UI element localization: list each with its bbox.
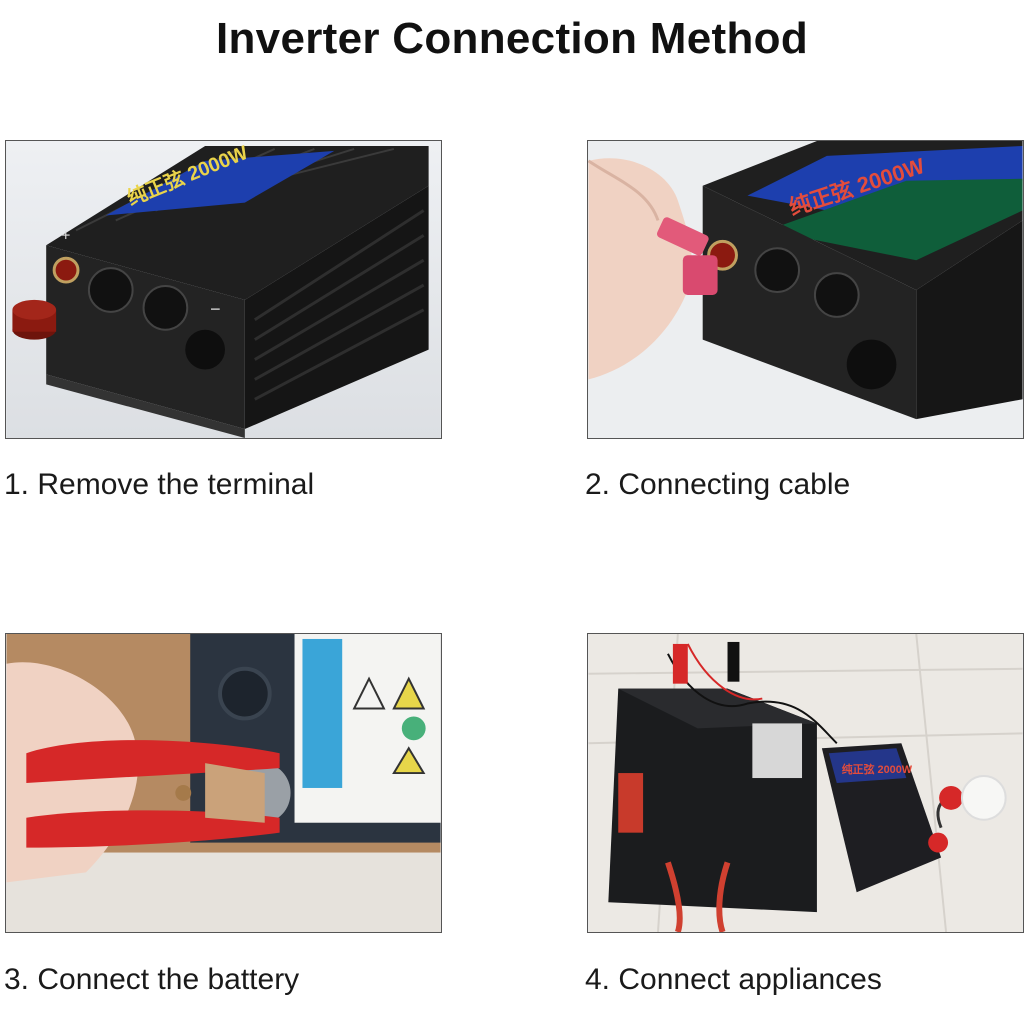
cable-photo: 纯正弦 2000W bbox=[588, 141, 1023, 438]
fan-icon bbox=[754, 247, 801, 293]
warning-icon bbox=[392, 676, 426, 710]
recycle-icon bbox=[401, 716, 426, 741]
appliance-photo: 纯正弦 2000W bbox=[588, 634, 1023, 932]
fan-icon bbox=[87, 267, 134, 313]
warning-icon bbox=[392, 746, 426, 775]
page-title: Inverter Connection Method bbox=[215, 14, 809, 63]
red-clamp-icon bbox=[26, 740, 280, 783]
negative-post-icon bbox=[185, 329, 225, 370]
negative-post-icon bbox=[846, 339, 897, 390]
step-4-caption: 4. Connect appliances bbox=[585, 963, 882, 996]
step-2-image: 纯正弦 2000W bbox=[587, 140, 1024, 439]
step-2-caption: 2. Connecting cable bbox=[585, 468, 851, 501]
battery-photo bbox=[6, 634, 441, 932]
cable-lug-icon bbox=[657, 217, 709, 256]
minus-mark-icon: − bbox=[210, 299, 220, 319]
inverter-photo: 纯正弦 2000W + − bbox=[6, 141, 441, 438]
step-1-caption: 1. Remove the terminal bbox=[4, 468, 315, 501]
fan-icon bbox=[813, 272, 860, 318]
removed-terminal-cap-icon bbox=[12, 299, 57, 320]
step-4-image: 纯正弦 2000W bbox=[587, 633, 1024, 933]
light-bulb-icon bbox=[960, 775, 1007, 821]
fan-icon bbox=[142, 285, 189, 331]
red-clamp-icon bbox=[672, 643, 688, 684]
black-clamp-icon bbox=[727, 641, 740, 682]
positive-post-icon bbox=[52, 256, 80, 284]
warning-icon bbox=[352, 676, 386, 710]
step-3-caption: 3. Connect the battery bbox=[4, 963, 300, 996]
step-3-image bbox=[5, 633, 442, 933]
brand-label: 纯正弦 2000W bbox=[842, 762, 913, 776]
plus-mark-icon: + bbox=[61, 227, 70, 244]
step-1-image: 纯正弦 2000W + − bbox=[5, 140, 442, 439]
